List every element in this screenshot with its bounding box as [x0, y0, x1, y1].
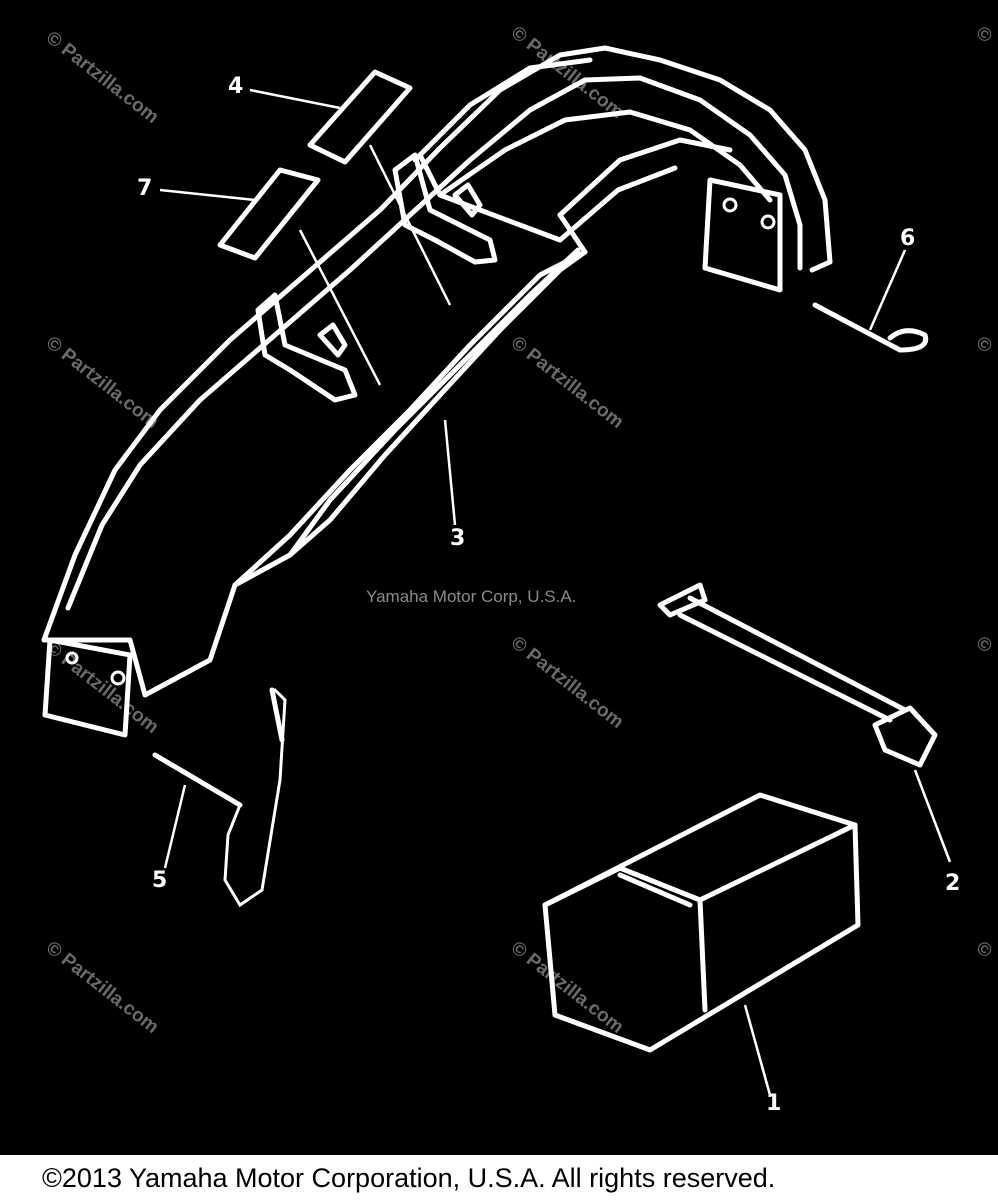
- callout-1: 1: [766, 1091, 781, 1116]
- watermark: © Partzilla.com: [42, 27, 162, 128]
- callout-5: 5: [152, 868, 167, 893]
- callout-6: 6: [900, 226, 915, 251]
- watermark: © Partzilla.com: [42, 332, 162, 433]
- svg-text:©: ©: [972, 332, 996, 357]
- callout-2: 2: [945, 871, 960, 896]
- part-6-pin: [812, 302, 929, 353]
- svg-text:©: ©: [972, 632, 996, 657]
- watermark: ©: [972, 22, 996, 47]
- callout-4: 4: [228, 74, 243, 99]
- svg-text:©: ©: [972, 937, 996, 962]
- parts-diagram: © Partzilla.com © Partzilla.com © Partzi…: [41, 22, 996, 1116]
- svg-text:©: ©: [972, 22, 996, 47]
- svg-text:© Partzilla.com: © Partzilla.com: [507, 332, 627, 433]
- part-1-box: [542, 792, 861, 1053]
- svg-text:© Partzilla.com: © Partzilla.com: [507, 632, 627, 733]
- watermark-group: © Partzilla.com © Partzilla.com © Partzi…: [42, 22, 996, 1038]
- watermark: ©: [972, 632, 996, 657]
- watermark: © Partzilla.com: [507, 937, 627, 1038]
- part-2-strap: [657, 582, 938, 768]
- svg-text:© Partzilla.com: © Partzilla.com: [42, 937, 162, 1038]
- watermark: © Partzilla.com: [507, 332, 627, 433]
- svg-text:© Partzilla.com: © Partzilla.com: [42, 332, 162, 433]
- part-7-decal: [217, 167, 321, 261]
- watermark: ©: [972, 937, 996, 962]
- svg-text:© Partzilla.com: © Partzilla.com: [507, 937, 627, 1038]
- svg-text:© Partzilla.com: © Partzilla.com: [42, 27, 162, 128]
- footer: ©2013 Yamaha Motor Corporation, U.S.A. A…: [0, 1155, 998, 1200]
- copyright-text: ©2013 Yamaha Motor Corporation, U.S.A. A…: [42, 1163, 776, 1193]
- center-watermark: Yamaha Motor Corp, U.S.A.: [366, 587, 576, 606]
- watermark: ©: [972, 332, 996, 357]
- watermark: © Partzilla.com: [42, 937, 162, 1038]
- part-4-decal: [307, 69, 413, 165]
- watermark: © Partzilla.com: [507, 632, 627, 733]
- callout-3: 3: [450, 526, 465, 551]
- part-3-guard-frame: [41, 45, 833, 738]
- callout-7: 7: [137, 176, 152, 201]
- part-5-bolt: [152, 687, 287, 908]
